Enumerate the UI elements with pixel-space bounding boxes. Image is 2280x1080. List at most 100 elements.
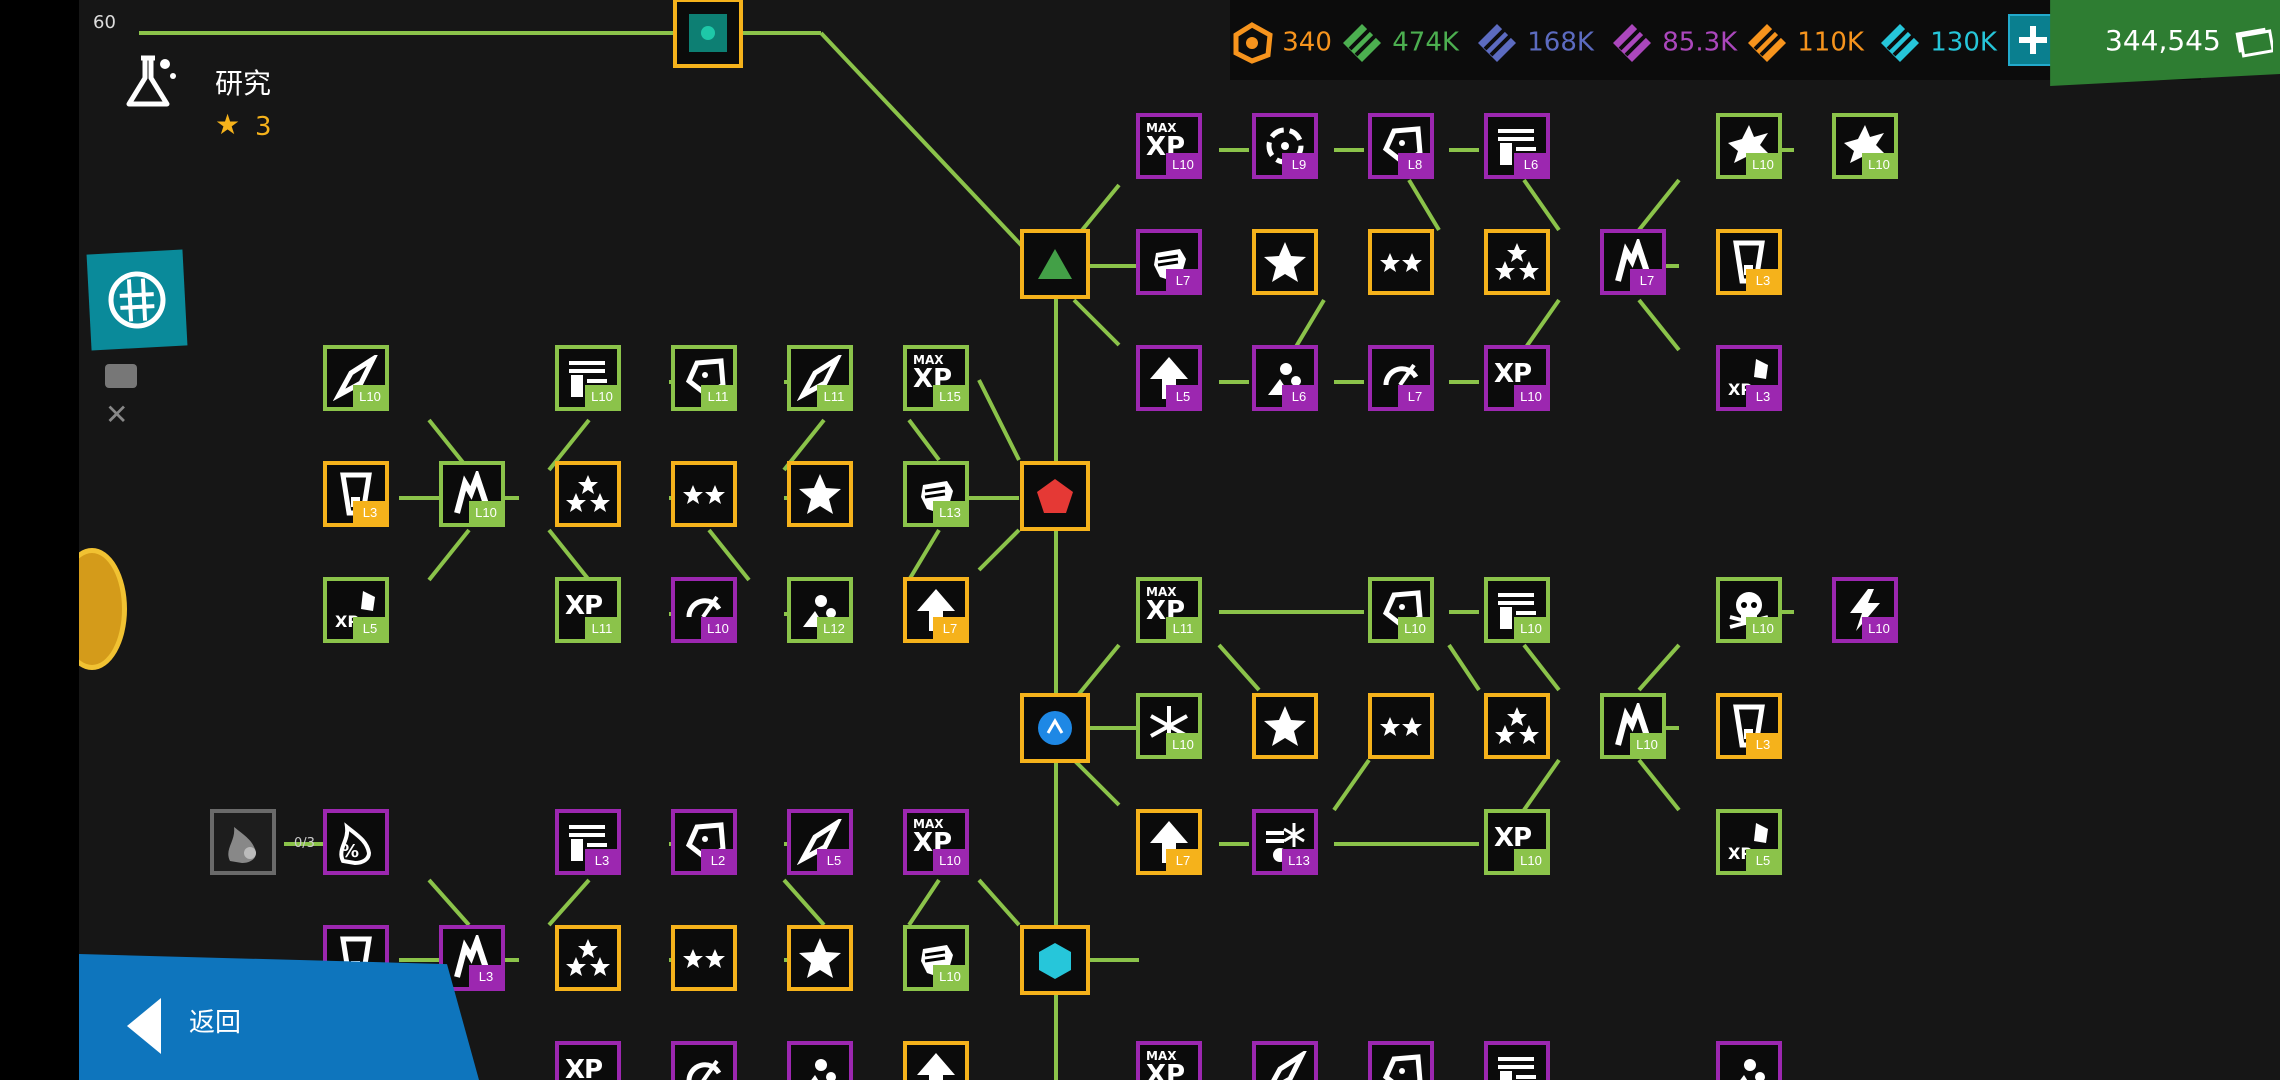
research-node-c3[interactable]: L7: [1368, 345, 1434, 411]
research-node-d3[interactable]: L11: [671, 345, 737, 411]
research-node-g6[interactable]: L10: [1832, 577, 1898, 643]
research-node-n5[interactable]: [1716, 1041, 1782, 1080]
research-node-l4[interactable]: [787, 925, 853, 991]
research-node-f4[interactable]: L12: [787, 577, 853, 643]
research-node-j3[interactable]: L5: [787, 809, 853, 875]
node-level-badge: L11: [817, 385, 851, 409]
green-crystal-icon: [1343, 23, 1381, 62]
hub-blue-circle[interactable]: [1020, 693, 1090, 763]
orange-crystal-value: 110K: [1797, 27, 1864, 58]
research-node-h2[interactable]: [1252, 693, 1318, 759]
cash-amount: 344,545: [2105, 24, 2221, 57]
node-level-badge: L2: [701, 849, 735, 873]
back-arrow-icon: [127, 998, 161, 1054]
research-node-m2[interactable]: [671, 1041, 737, 1080]
research-node-a6[interactable]: L10: [1832, 113, 1898, 179]
research-node-e5[interactable]: [787, 461, 853, 527]
research-node-e1[interactable]: L3: [323, 461, 389, 527]
research-node-k6[interactable]: L10: [903, 925, 969, 991]
hub-green-research[interactable]: [673, 0, 743, 68]
research-node-g3[interactable]: L10: [1368, 577, 1434, 643]
research-node-b4[interactable]: L7: [1600, 229, 1666, 295]
research-node-f3[interactable]: L10: [671, 577, 737, 643]
research-node-h3[interactable]: [1368, 693, 1434, 759]
back-button[interactable]: 返回: [79, 954, 479, 1080]
max-label: MAX: [913, 817, 944, 831]
chest-icon[interactable]: [105, 364, 137, 388]
tab-research-network[interactable]: [86, 249, 188, 351]
research-node-k1[interactable]: %: [323, 809, 389, 875]
blue-crystal-icon: [1478, 23, 1516, 62]
research-node-b3b[interactable]: [1484, 229, 1550, 295]
research-node-c2[interactable]: L6: [1252, 345, 1318, 411]
research-node-c1[interactable]: L5: [1136, 345, 1202, 411]
node-level-badge: L11: [701, 385, 735, 409]
resource-research-points: 340: [1230, 20, 1332, 64]
node-level-badge: L10: [1166, 733, 1200, 757]
node-level-badge: L10: [1862, 153, 1896, 177]
research-node-i2[interactable]: L13: [1252, 809, 1318, 875]
research-node-d1[interactable]: L10: [323, 345, 389, 411]
research-node-a5[interactable]: L10: [1716, 113, 1782, 179]
research-node-e6[interactable]: L13: [903, 461, 969, 527]
purple-crystal-value: 85.3K: [1662, 27, 1738, 58]
research-node-l2[interactable]: [555, 925, 621, 991]
research-node-b3[interactable]: [1368, 229, 1434, 295]
research-node-f5[interactable]: L7: [903, 577, 969, 643]
research-node-b5[interactable]: L3: [1716, 229, 1782, 295]
research-node-h5[interactable]: L10: [1600, 693, 1666, 759]
resource-orange-crystal: 110K: [1745, 20, 1864, 64]
research-node-b2[interactable]: [1252, 229, 1318, 295]
hub-cyan-hexagon[interactable]: [1020, 925, 1090, 995]
research-node-a2[interactable]: L9: [1252, 113, 1318, 179]
research-node-g5[interactable]: L10: [1716, 577, 1782, 643]
research-node-j2[interactable]: L2: [671, 809, 737, 875]
research-node-h6[interactable]: L3: [1716, 693, 1782, 759]
research-node-m4[interactable]: [903, 1041, 969, 1080]
research-node-n2[interactable]: [1252, 1041, 1318, 1080]
research-node-a4[interactable]: L6: [1484, 113, 1550, 179]
hub-green-triangle[interactable]: [1020, 229, 1090, 299]
research-node-h1[interactable]: L10: [1136, 693, 1202, 759]
resource-green-crystal: 474K: [1340, 20, 1459, 64]
add-currency-button[interactable]: [2008, 14, 2058, 66]
research-node-g4[interactable]: L10: [1484, 577, 1550, 643]
research-node-e4[interactable]: [671, 461, 737, 527]
research-node-m1[interactable]: XP: [555, 1041, 621, 1080]
research-node-j1[interactable]: L3: [555, 809, 621, 875]
research-node-n4[interactable]: [1484, 1041, 1550, 1080]
node-level-badge: L11: [1166, 617, 1200, 641]
node-level-badge: L3: [469, 965, 503, 989]
plus-icon: [2019, 26, 2047, 54]
research-node-h4[interactable]: [1484, 693, 1550, 759]
research-node-i1[interactable]: L7: [1136, 809, 1202, 875]
node-level-badge: L10: [1746, 617, 1780, 641]
research-node-b1[interactable]: L7: [1136, 229, 1202, 295]
research-node-n3[interactable]: [1368, 1041, 1434, 1080]
research-node-e2[interactable]: L10: [439, 461, 505, 527]
node-level-badge: L3: [1746, 385, 1780, 409]
tools-icon[interactable]: ✕: [105, 398, 129, 431]
research-node-d2[interactable]: L10: [555, 345, 621, 411]
node-level-badge: L11: [585, 617, 619, 641]
research-node-m3[interactable]: [787, 1041, 853, 1080]
research-node-k0[interactable]: [210, 809, 276, 875]
research-node-d4[interactable]: L11: [787, 345, 853, 411]
research-node-e3[interactable]: [555, 461, 621, 527]
research-node-l3[interactable]: [671, 925, 737, 991]
research-node-a3[interactable]: L8: [1368, 113, 1434, 179]
hub-red-pentagon[interactable]: [1020, 461, 1090, 531]
